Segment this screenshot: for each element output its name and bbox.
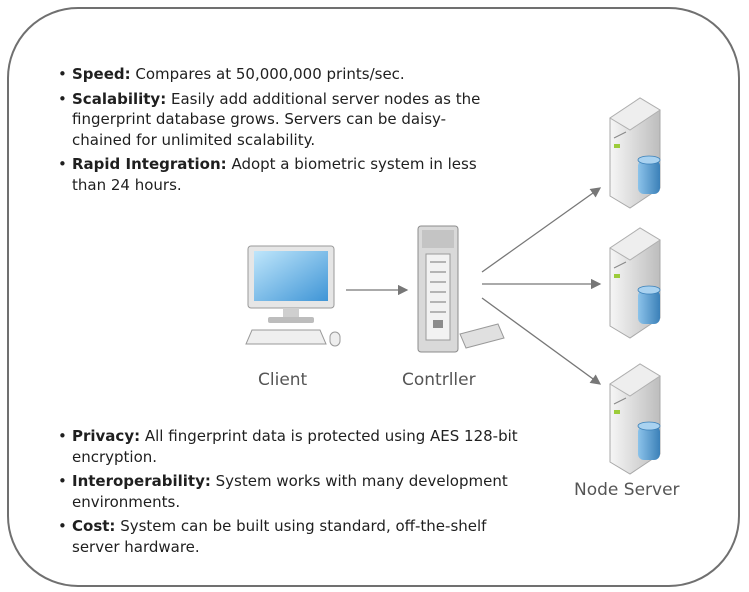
client-label: Client xyxy=(258,370,308,390)
feature-list-bottom: Privacy: All fingerprint data is protect… xyxy=(58,426,518,561)
list-item: Scalability: Easily add additional serve… xyxy=(58,89,498,151)
list-item: Rapid Integration: Adopt a biometric sys… xyxy=(58,154,498,195)
controller-label: Contrller xyxy=(402,370,476,390)
node-server-label: Node Server xyxy=(574,480,680,500)
arrow-to-server-3 xyxy=(481,297,602,385)
bullet-text: Easily add additional server nodes as th… xyxy=(72,89,481,149)
bullet-text: System works with many development envir… xyxy=(72,472,508,511)
list-item: Privacy: All fingerprint data is protect… xyxy=(58,426,518,467)
feature-list-top: Speed: Compares at 50,000,000 prints/sec… xyxy=(58,64,498,199)
list-item: Interoperability: System works with many… xyxy=(58,471,518,512)
rounded-frame xyxy=(7,7,740,587)
bullet-text: System can be built using standard, off-… xyxy=(72,517,487,556)
bullet-term: Speed: xyxy=(72,65,131,83)
bullet-term: Interoperability: xyxy=(72,472,211,490)
bullet-text: Compares at 50,000,000 prints/sec. xyxy=(130,65,405,83)
bullet-term: Privacy: xyxy=(72,427,141,445)
list-item: Speed: Compares at 50,000,000 prints/sec… xyxy=(58,64,498,85)
node-server-icon xyxy=(609,227,661,339)
node-server-icon xyxy=(609,97,661,209)
bullet-term: Cost: xyxy=(72,517,116,535)
node-server-icon xyxy=(609,363,661,475)
list-item: Cost: System can be built using standard… xyxy=(58,516,518,557)
controller-tower-icon xyxy=(417,225,505,353)
arrow-to-server-1 xyxy=(481,187,602,273)
bullet-term: Scalability: xyxy=(72,89,167,108)
bullet-text: Adopt a biometric system in less than 24… xyxy=(72,155,477,194)
bullet-term: Rapid Integration: xyxy=(72,155,227,173)
bullet-text: All fingerprint data is protected using … xyxy=(72,427,518,466)
client-computer-icon xyxy=(245,245,341,347)
